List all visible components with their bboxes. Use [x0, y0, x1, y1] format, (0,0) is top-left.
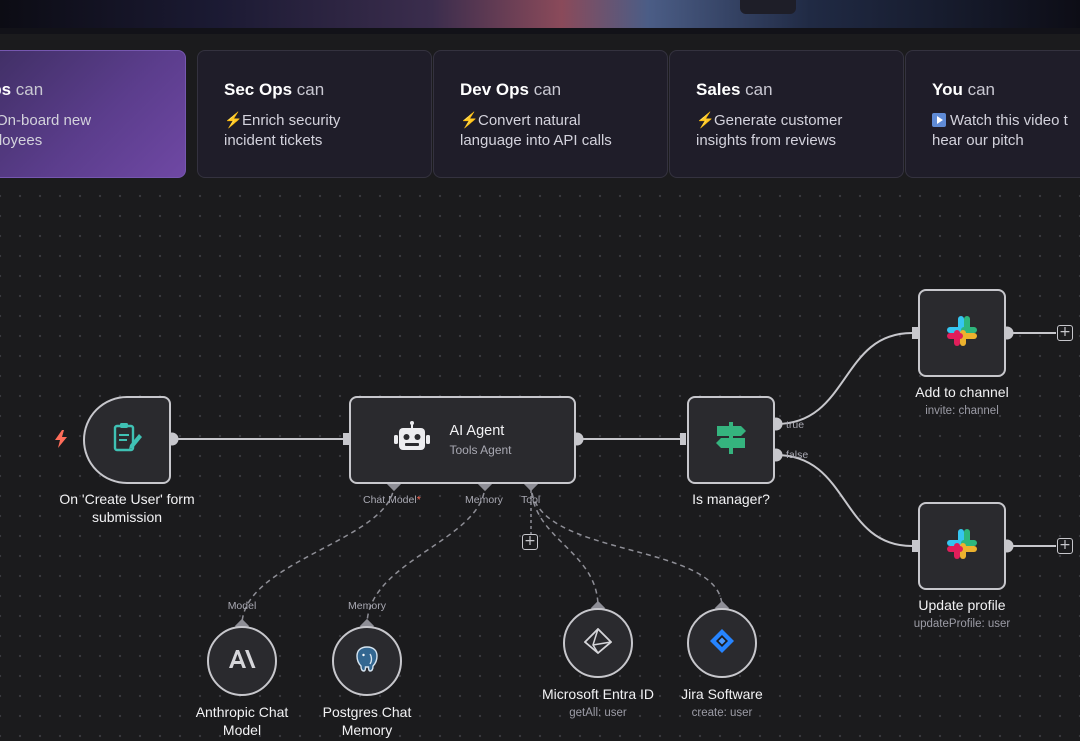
robot-icon [393, 420, 431, 460]
input-port [912, 540, 918, 552]
port-label-memory-sub: Memory [348, 600, 386, 612]
add-node-button[interactable]: + [1057, 538, 1073, 554]
input-port [343, 433, 349, 445]
card-description: ⚡Generate customer insights from reviews [696, 112, 843, 149]
node-update-profile-sublabel: updateProfile: user [913, 618, 1011, 630]
card-title: You can [932, 80, 996, 99]
slack-icon [944, 526, 980, 567]
use-case-card-sales[interactable]: Sales can ⚡Generate customer insights fr… [669, 50, 904, 178]
connection-tool-entra [530, 483, 599, 608]
form-icon [110, 421, 144, 460]
use-case-card-ops[interactable]: Ops can ⚡On-board new mployees [0, 50, 186, 178]
card-title: Dev Ops can [460, 80, 562, 99]
branch-label-false: false [786, 449, 809, 461]
connection-chat-model [241, 483, 395, 626]
card-description: ⚡Enrich security incident tickets [224, 112, 341, 149]
slack-icon [944, 313, 980, 354]
jira-icon [709, 628, 735, 659]
add-tool-button[interactable]: + [522, 534, 538, 550]
anthropic-icon [228, 649, 256, 674]
node-postgres-chat-memory[interactable] [332, 626, 402, 696]
banner-shape [740, 0, 796, 14]
connection-false-branch [775, 454, 913, 547]
node-ai-agent[interactable]: AI Agent Tools Agent [349, 396, 576, 484]
agent-subtitle: Tools Agent [449, 443, 512, 457]
use-case-card-sec-ops[interactable]: Sec Ops can ⚡Enrich security incident ti… [197, 50, 432, 178]
add-node-button[interactable]: + [1057, 325, 1073, 341]
node-update-profile-label: Update profile [918, 597, 1006, 613]
card-title: Ops can [0, 80, 44, 99]
node-entra-sublabel: getAll: user [569, 707, 627, 719]
card-description: Watch this video t hear our pitch [932, 112, 1068, 149]
card-description: ⚡On-board new mployees [0, 112, 92, 149]
node-jira-software[interactable] [687, 608, 757, 678]
node-form-trigger[interactable] [83, 396, 171, 484]
card-title: Sec Ops can [224, 80, 325, 99]
node-is-manager-label: Is manager? [692, 491, 770, 507]
use-case-card-dev-ops[interactable]: Dev Ops can ⚡Convert natural language in… [433, 50, 668, 178]
node-add-to-channel[interactable] [918, 289, 1006, 377]
trigger-bolt-icon [54, 430, 68, 453]
node-update-profile[interactable] [918, 502, 1006, 590]
connection-tool-jira [530, 483, 723, 608]
lightning-icon: ⚡ [224, 112, 243, 129]
connection-memory [366, 483, 486, 626]
banner-strip [0, 0, 1080, 34]
connection-true-branch [775, 332, 913, 425]
signpost-icon [713, 420, 749, 461]
node-anthropic-chat-model[interactable] [207, 626, 277, 696]
node-jira-sublabel: create: user [691, 707, 753, 719]
postgres-elephant-icon [354, 645, 380, 678]
node-microsoft-entra-id[interactable] [563, 608, 633, 678]
port-label-tool: Tool [521, 494, 541, 506]
node-add-to-channel-label: Add to channel [915, 384, 1009, 400]
node-add-to-channel-sublabel: invite: channel [925, 405, 999, 417]
card-title: Sales can [696, 80, 773, 99]
port-label-memory: Memory [465, 494, 503, 506]
lightning-icon: ⚡ [696, 112, 715, 129]
branch-label-true: true [786, 419, 805, 431]
port-label-model: Model [227, 600, 257, 612]
input-port [912, 327, 918, 339]
use-case-cards: Ops can ⚡On-board new mployees Sec Ops c… [0, 50, 1080, 180]
port-label-chat-model: Chat Model* [363, 494, 421, 506]
use-case-card-you[interactable]: You can Watch this video t hear our pitc… [905, 50, 1080, 178]
lightning-icon: ⚡ [460, 112, 479, 129]
node-jira-label: Jira Software [681, 686, 763, 702]
entra-id-icon [583, 627, 613, 659]
card-description: ⚡Convert natural language into API calls [460, 112, 612, 149]
node-is-manager[interactable] [687, 396, 775, 484]
play-icon [932, 113, 946, 127]
node-entra-label: Microsoft Entra ID [541, 686, 655, 702]
agent-title: AI Agent [449, 423, 505, 439]
input-port [680, 433, 686, 445]
